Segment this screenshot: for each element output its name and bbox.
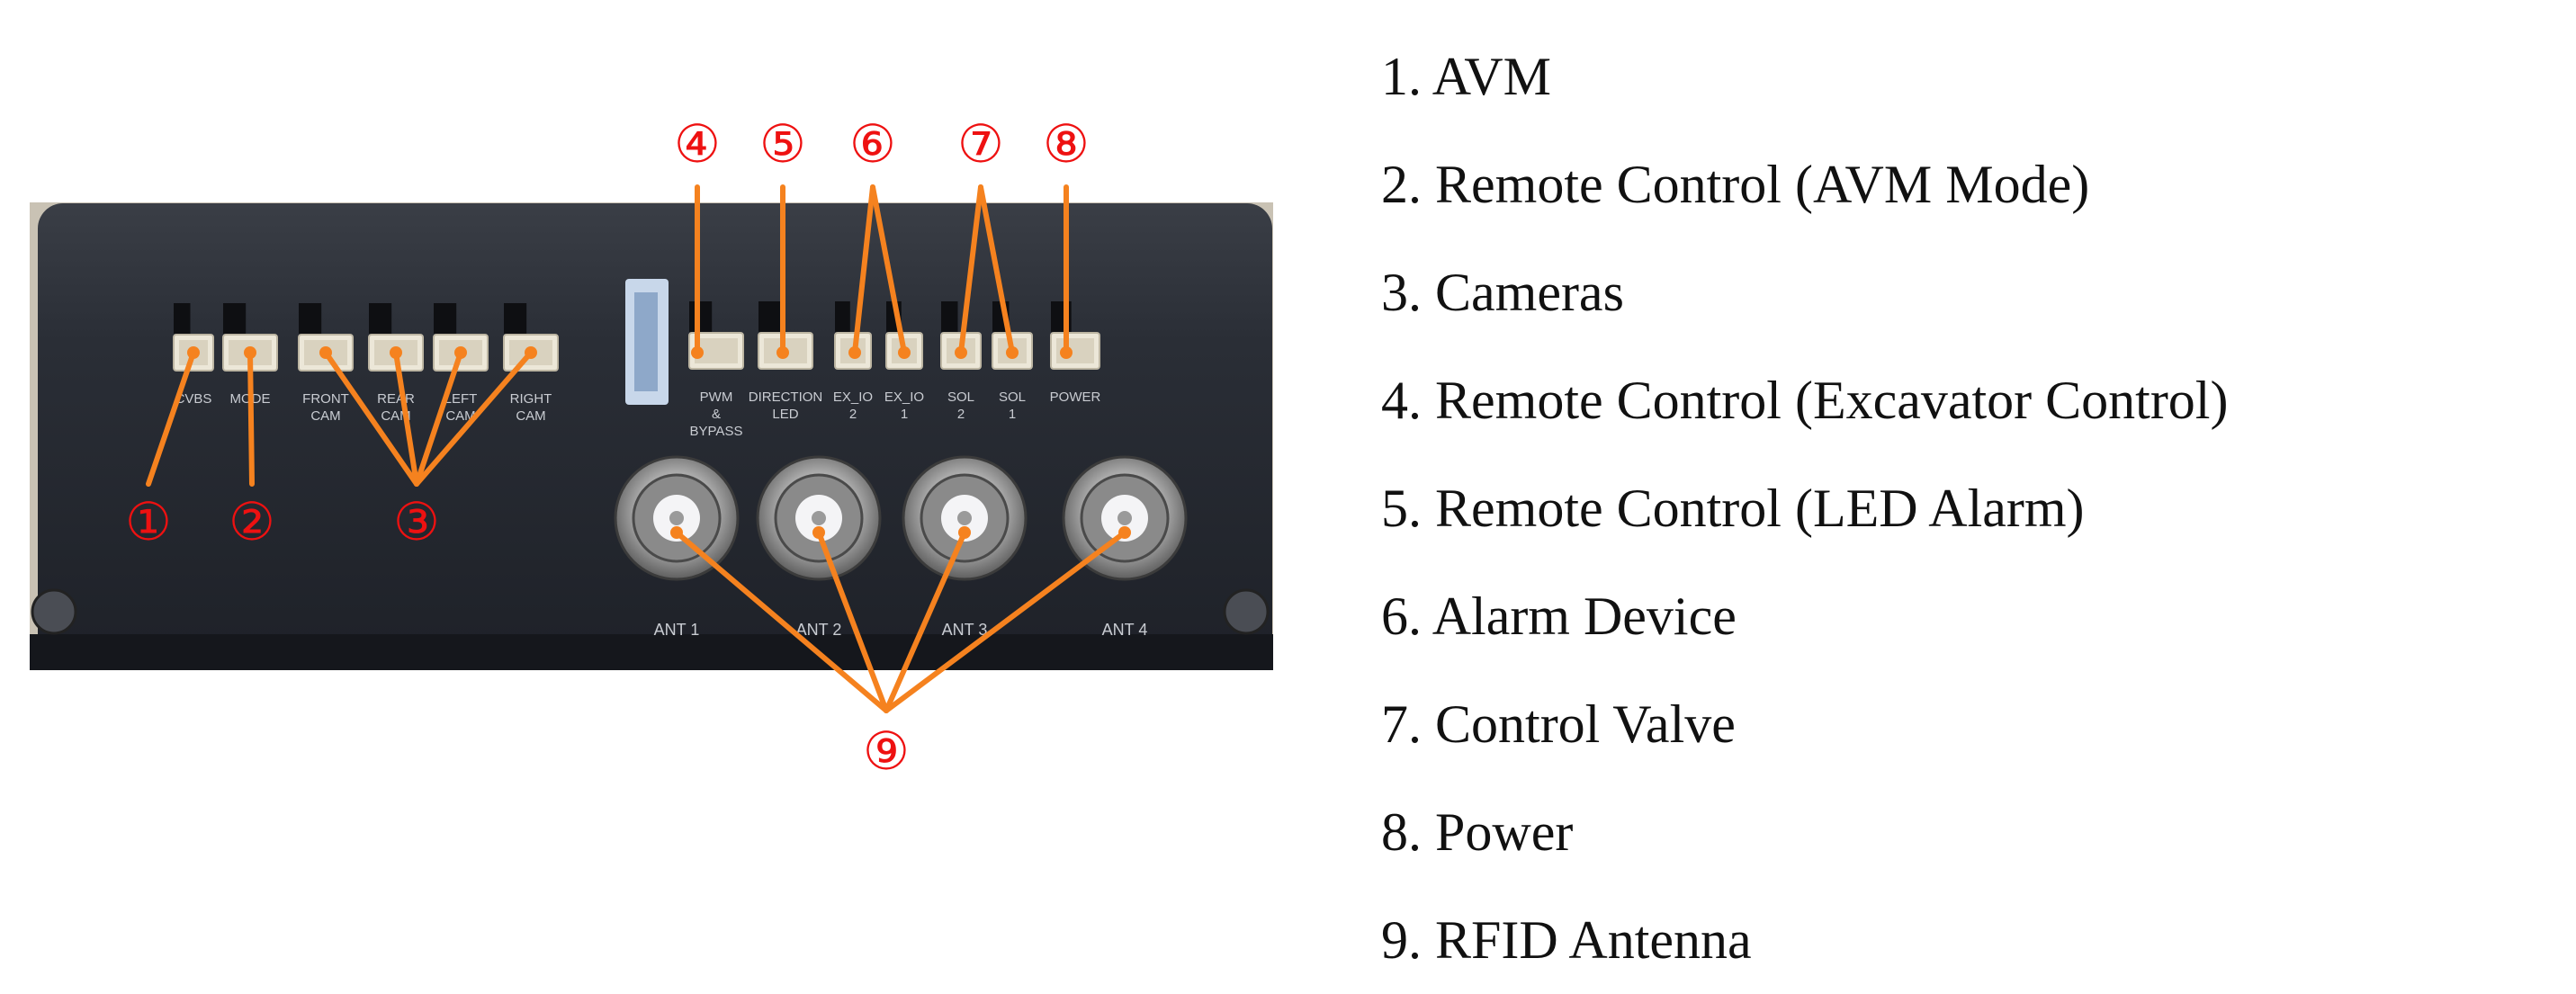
legend-item-control-valve: 7. Control Valve <box>1381 694 1736 754</box>
antenna-ant-4-pin <box>1117 511 1132 525</box>
port-direction-led-latch <box>758 301 782 332</box>
mounting-bolt-left <box>31 588 77 635</box>
leader-end-dot-12 <box>1006 346 1019 359</box>
antenna-ant-4: ANT 4 <box>1062 455 1188 639</box>
callout-3-leader-left <box>414 350 463 487</box>
antenna-ant-3: ANT 3 <box>902 455 1028 639</box>
leader-end-dot-3 <box>319 346 332 359</box>
callout-4-marker: ④ <box>674 115 721 174</box>
port-rear-cam-latch <box>369 303 392 334</box>
callout-1-leader <box>146 350 196 487</box>
legend-item-remote-excavator: 4. Remote Control (Excavator Control) <box>1381 371 2229 430</box>
antenna-ant-3-label: ANT 3 <box>942 621 988 639</box>
leader-end-dot-16 <box>958 526 971 539</box>
callout-9-leader-ant2 <box>816 530 889 713</box>
callout-8-marker: ⑧ <box>1043 115 1090 174</box>
leader-end-dot-2 <box>244 346 256 359</box>
port-pwm-bypass-latch <box>689 301 713 332</box>
legend-item-rfid-antenna: 9. RFID Antenna <box>1381 910 1752 970</box>
callout-3-leader-right <box>414 350 534 487</box>
port-mode-latch <box>223 303 247 334</box>
port-cvbs-latch <box>174 303 191 334</box>
legend-item-remote-avm-mode: 2. Remote Control (AVM Mode) <box>1381 155 2090 214</box>
leader-end-dot-1 <box>187 346 200 359</box>
callout-3-marker: ③ <box>393 493 440 551</box>
antenna-ant-2-pin <box>812 511 826 525</box>
antenna-ant-1-pin <box>669 511 684 525</box>
device-diagram: CVBSMODEFRONTCAMREARCAMLEFTCAMRIGHTCAM P… <box>30 115 1273 781</box>
sticker-stripe <box>634 292 658 391</box>
port-left-cam-latch <box>434 303 457 334</box>
antenna-ant-3-pin <box>957 511 972 525</box>
antenna-ant-1-label: ANT 1 <box>654 621 700 639</box>
leader-end-dot-9 <box>848 346 861 359</box>
antenna-ant-2: ANT 2 <box>756 455 882 639</box>
legend-item-power: 8. Power <box>1381 802 1574 862</box>
leader-end-dot-7 <box>691 346 704 359</box>
leader-end-dot-11 <box>955 346 967 359</box>
callout-9-leader-ant3 <box>884 530 967 713</box>
callout-6-leader-a <box>852 184 875 355</box>
callout-7-leader-b <box>978 184 1015 355</box>
callout-9-marker: ⑨ <box>863 722 910 781</box>
callout-7-leader-a <box>958 184 983 355</box>
callout-2-leader <box>247 350 255 487</box>
port-cvbs-label: CVBS <box>175 391 212 407</box>
port-ex-io-2-latch <box>835 301 850 332</box>
port-front-cam-latch <box>299 303 322 334</box>
callout-3-leader-rear <box>393 350 419 487</box>
port-power-label: POWER <box>1050 390 1101 405</box>
leader-end-dot-15 <box>812 526 825 539</box>
leader-end-dot-4 <box>390 346 402 359</box>
port-pwm-bypass-label: PWM&BYPASS <box>690 390 743 439</box>
legend-list: 1. AVM 2. Remote Control (AVM Mode) 3. C… <box>1381 22 2569 994</box>
leader-end-dot-5 <box>454 346 467 359</box>
callout-1-marker: ① <box>125 493 172 551</box>
port-pwm-bypass <box>688 301 744 370</box>
legend-item-cameras: 3. Cameras <box>1381 263 1624 322</box>
callout-9-leader-ant1 <box>674 530 889 713</box>
legend-item-remote-led-alarm: 5. Remote Control (LED Alarm) <box>1381 479 2085 538</box>
callout-5-marker: ⑤ <box>759 115 806 174</box>
callout-7-marker: ⑦ <box>957 115 1004 174</box>
antenna-ant-2-label: ANT 2 <box>796 621 842 639</box>
callout-6-marker: ⑥ <box>849 115 896 174</box>
leader-end-dot-8 <box>776 346 789 359</box>
antenna-ant-4-label: ANT 4 <box>1102 621 1148 639</box>
leader-end-dot-17 <box>1118 526 1131 539</box>
leader-end-dot-13 <box>1060 346 1073 359</box>
leader-end-dot-14 <box>670 526 683 539</box>
callout-2-marker: ② <box>229 493 275 551</box>
callout-9-leader-ant4 <box>884 530 1127 713</box>
leader-end-dot-10 <box>898 346 911 359</box>
device-bottom-shadow <box>30 634 1273 670</box>
device-body <box>38 203 1272 667</box>
port-right-cam-latch <box>504 303 527 334</box>
callout-6-leader-b <box>870 184 907 355</box>
port-sol-2-latch <box>941 301 958 332</box>
legend-item-avm: 1. AVM <box>1381 47 1551 106</box>
callout-3-leader-front <box>323 350 419 487</box>
diagram-stage: CVBSMODEFRONTCAMREARCAMLEFTCAMRIGHTCAM P… <box>30 47 2228 970</box>
leader-end-dot-6 <box>525 346 537 359</box>
legend-item-alarm-device: 6. Alarm Device <box>1381 587 1737 646</box>
mounting-bolt-right <box>1223 588 1270 635</box>
antenna-ant-1: ANT 1 <box>614 455 740 639</box>
